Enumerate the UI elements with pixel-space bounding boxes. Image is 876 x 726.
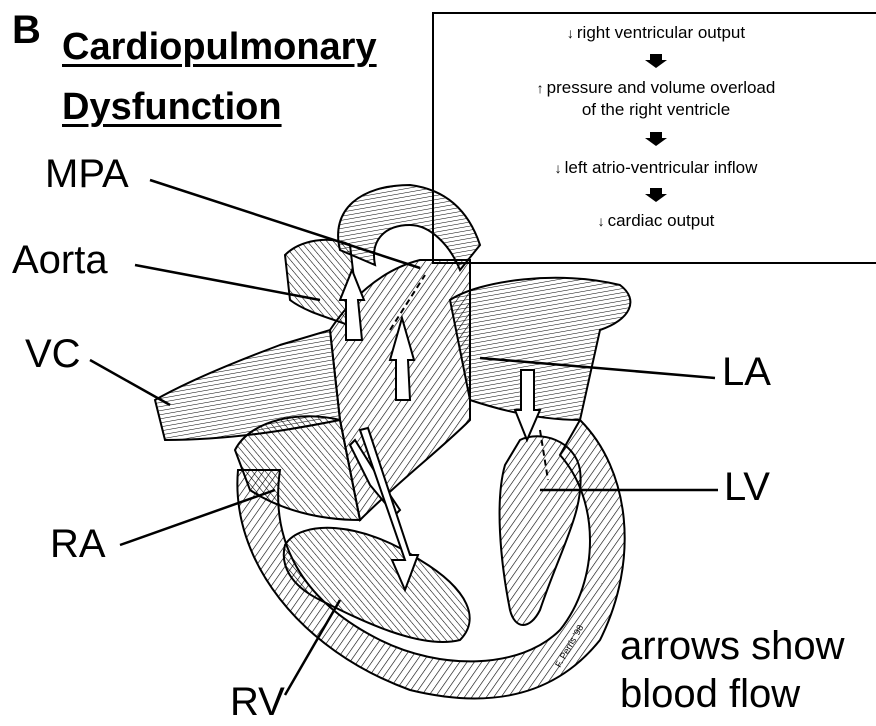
- label-ra: RA: [50, 522, 106, 567]
- flow-step-2-text-line2: of the right ventricle: [582, 100, 730, 119]
- pathophysiology-flow-box: ↓right ventricular output ↑pressure and …: [432, 12, 876, 264]
- label-vc: VC: [25, 332, 81, 377]
- caption-line-1: arrows show: [620, 623, 845, 669]
- left-ventricle-chamber: [500, 436, 581, 625]
- down-arrow-icon: ↓: [555, 157, 562, 179]
- flow-step-3-text: left atrio-ventricular inflow: [565, 158, 758, 177]
- left-atrium: [450, 278, 630, 420]
- up-arrow-icon: ↑: [537, 77, 544, 99]
- down-arrow-icon: ↓: [598, 210, 605, 232]
- title-line-1: Cardiopulmonary: [62, 26, 377, 69]
- panel-letter: B: [12, 8, 41, 53]
- label-aorta: Aorta: [12, 238, 108, 283]
- flow-step-3: ↓left atrio-ventricular inflow: [434, 157, 876, 179]
- flow-step-2: ↑pressure and volume overload of the rig…: [434, 77, 876, 121]
- label-lv: LV: [724, 465, 770, 510]
- flow-step-2-text: pressure and volume overload: [547, 78, 776, 97]
- label-rv: RV: [230, 680, 285, 725]
- flow-step-1: ↓right ventricular output: [434, 22, 876, 44]
- down-arrow-icon: ↓: [567, 22, 574, 44]
- caption-line-2: blood flow: [620, 671, 800, 717]
- flow-step-4: ↓cardiac output: [434, 210, 876, 232]
- title-line-2: Dysfunction: [62, 86, 282, 129]
- label-la: LA: [722, 350, 771, 395]
- flow-step-4-text: cardiac output: [608, 211, 715, 230]
- label-mpa: MPA: [45, 152, 129, 197]
- flow-step-1-text: right ventricular output: [577, 23, 745, 42]
